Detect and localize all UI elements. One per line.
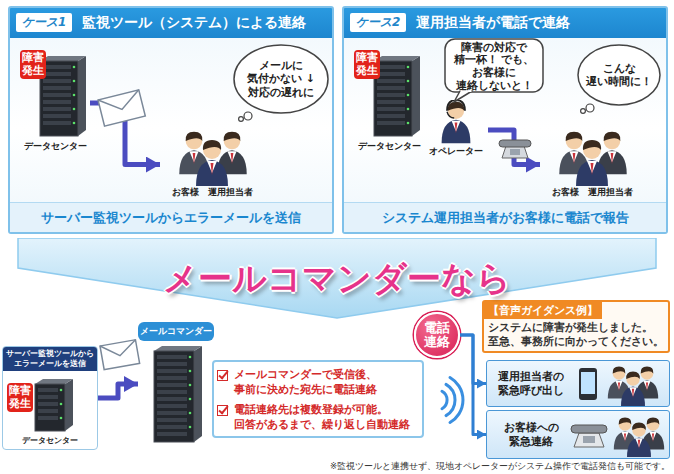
target-text: 運用担当者の 緊急呼び出し <box>491 361 571 406</box>
target-box: お客様への 緊急連絡 <box>486 410 670 459</box>
speech-bubble: 障害の対応で 精一杯！ でも、お客様に 連絡しないと！ <box>444 38 544 104</box>
flow-arrow <box>460 335 486 435</box>
target-text: お客様への 緊急連絡 <box>491 411 571 458</box>
case-footer: システム運用担当者がお客様に電話で報告 <box>344 202 666 232</box>
person-label: お客様 <box>552 186 579 199</box>
voice-guidance-box: 【音声ガイダンス例】システムに障害が発生しました。 至急、事務所に向かってくださ… <box>482 300 670 353</box>
incident-badge: 障害発生 <box>20 50 46 79</box>
case-panel: ケース2 運用担当者が電話で連絡障害発生データセンターオペレーター 障害の対応で 精… <box>342 6 668 234</box>
thought-bubble: こんな 遅い時間に！ <box>576 42 662 116</box>
footnote: ※監視ツールと連携せず、現地オペレーターがシステム操作で電話発信も可能です。 <box>300 461 670 473</box>
server-caption: データセンター <box>20 140 90 153</box>
case-footer: サーバー監視ツールからエラーメールを送信 <box>10 202 332 232</box>
feature-list: メールコマンダーで受信後、 事前に決めた宛先に電話連絡電話連絡先は複数登録が可能… <box>212 360 424 438</box>
feature-item: メールコマンダーで受信後、 事前に決めた宛先に電話連絡 <box>234 368 418 398</box>
envelope-icon <box>100 340 140 370</box>
case-badge: ケース1 <box>16 13 72 32</box>
case-badge: ケース2 <box>350 13 406 32</box>
person-label: 運用担当者 <box>208 186 253 199</box>
server-caption: データセンター <box>354 140 424 153</box>
feature-item: 電話連絡先は複数登録が可能。 回答があるまで、繰り返し自動連絡 <box>234 403 418 433</box>
desk-phone-icon <box>499 140 531 158</box>
flow-arrow <box>98 384 138 398</box>
target-box: 運用担当者の 緊急呼び出し <box>486 360 670 407</box>
source-label: サーバー監視ツールからエラーメールを送信 <box>3 347 97 371</box>
incident-badge: 障害発生 <box>7 383 33 412</box>
case-title: 監視ツール（システム）による連絡 <box>82 14 306 32</box>
mail-commander: メールコマンダー <box>138 322 214 446</box>
operator-label: オペレーター <box>424 145 488 158</box>
people-figure: お客様運用担当者 <box>160 128 272 201</box>
person-label: 運用担当者 <box>588 186 633 199</box>
case-title: 運用担当者が電話で連絡 <box>416 14 570 32</box>
case-footer-text: サーバー監視ツールからエラーメールを送信 <box>41 209 301 227</box>
people-figure: お客様運用担当者 <box>540 128 652 201</box>
guidance-body: システムに障害が発生しました。 至急、事務所に向かってください。 <box>484 319 668 351</box>
radio-waves <box>442 378 463 423</box>
bubble-text: 障害の対応で 精一杯！ でも、お客様に 連絡しないと！ <box>450 40 538 92</box>
thought-bubble: メールに 気付かない ↓ 対応の遅れに <box>232 42 330 124</box>
product-label: メールコマンダー <box>138 322 214 341</box>
flow-arrow <box>488 130 540 165</box>
guidance-heading: 【音声ガイダンス例】 <box>484 302 602 319</box>
bubble-text: こんな 遅い時間に！ <box>584 46 654 104</box>
envelope-icon <box>98 90 145 126</box>
person-label: お客様 <box>172 186 199 199</box>
server-figure: 障害発生データセンター <box>354 48 424 158</box>
server-caption: データセンター <box>3 435 97 446</box>
server-figure: 障害発生データセンター <box>20 48 90 158</box>
case-footer-text: システム運用担当者がお客様に電話で報告 <box>382 209 629 227</box>
headline-text: メールコマンダーなら <box>0 256 674 302</box>
call-text: 電話連絡 <box>424 321 450 350</box>
incident-badge: 障害発生 <box>354 50 380 79</box>
call-badge: 電話連絡 <box>414 312 460 358</box>
case-panel: ケース1監視ツール（システム）による連絡障害発生データセンターお客様運用担当者メ… <box>8 6 334 234</box>
operator-figure: オペレーター <box>424 100 488 160</box>
bubble-text: メールに 気付かない ↓ 対応の遅れに <box>242 46 320 112</box>
source-box: サーバー監視ツールからエラーメールを送信障害発生データセンター <box>2 346 98 450</box>
